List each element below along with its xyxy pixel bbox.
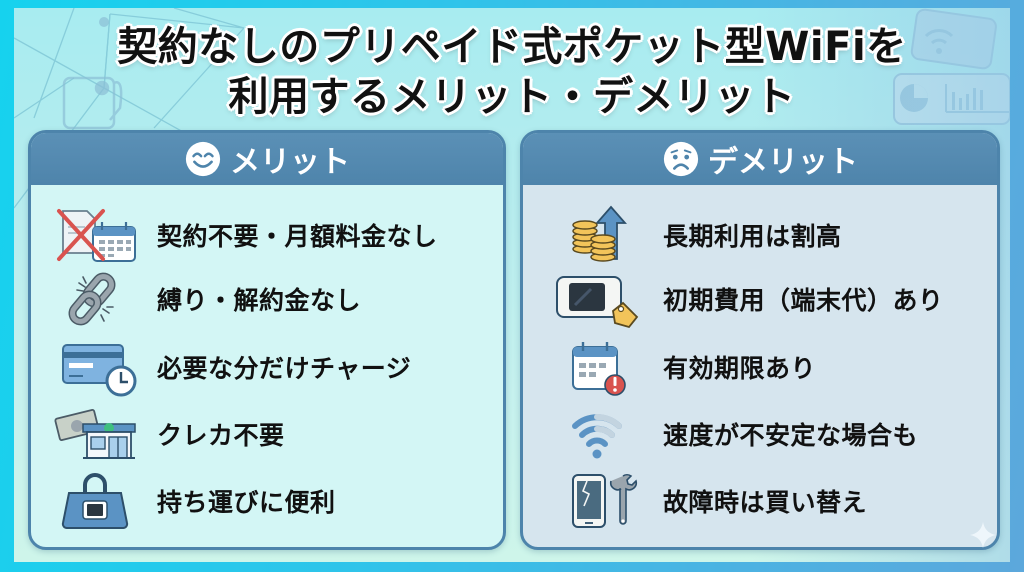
merit-item: 必要な分だけチャージ	[49, 337, 411, 397]
merit-item: 持ち運びに便利	[49, 471, 336, 531]
broken-chain-icon	[68, 272, 116, 326]
demerit-label: 故障時は買い替え	[663, 488, 868, 517]
demerit-label: 初期費用（端末代）あり	[663, 286, 944, 315]
merits-header: メリット	[31, 133, 503, 185]
wifi-signal-icon	[572, 414, 622, 459]
bag-router-icon	[61, 473, 129, 529]
merit-label: 持ち運びに便利	[157, 488, 336, 517]
coins-up-arrow-icon	[572, 205, 627, 262]
demerit-item: 速度が不安定な場合も	[551, 404, 918, 464]
title-line-2: 利用するメリット・デメリット	[228, 74, 796, 120]
smiling-face-icon	[185, 141, 221, 177]
router-price-tag-icon	[556, 276, 639, 329]
cash-convenience-store-icon	[54, 409, 136, 459]
merit-item: 契約不要・月額料金なし	[49, 205, 438, 265]
demerit-label: 有効期限あり	[663, 354, 817, 383]
broken-device-wrench-icon	[572, 473, 638, 528]
demerit-item: 有効期限あり	[551, 337, 816, 397]
worried-face-icon	[663, 141, 699, 177]
merit-item: 縛り・解約金なし	[49, 269, 361, 329]
merit-label: 縛り・解約金なし	[157, 286, 362, 315]
card-clock-icon	[62, 344, 137, 397]
demerits-header: デメリット	[523, 133, 997, 185]
demerits-panel: デメリット 長期利用は割高	[520, 130, 1000, 550]
title-line-1: 契約なしのプリペイド式ポケット型WiFiを	[117, 24, 907, 70]
infographic-canvas: 契約なしのプリペイド式ポケット型WiFiを 利用するメリット・デメリット メリッ…	[14, 8, 1010, 562]
demerit-label: 長期利用は割高	[663, 222, 842, 251]
merit-label: 必要な分だけチャージ	[157, 354, 412, 383]
demerit-item: 初期費用（端末代）あり	[551, 269, 944, 329]
background-network-decoration	[14, 8, 1010, 209]
demerits-header-label: デメリット	[708, 145, 858, 180]
sparkle-icon	[970, 522, 996, 548]
no-contract-calendar-icon	[57, 209, 136, 262]
demerit-item: 長期利用は割高	[551, 205, 842, 265]
demerit-label: 速度が不安定な場合も	[663, 421, 919, 450]
merit-label: 契約不要・月額料金なし	[157, 222, 438, 251]
merits-panel: メリット	[28, 130, 506, 550]
merits-header-label: メリット	[230, 145, 350, 180]
merit-label: クレカ不要	[157, 421, 285, 450]
demerit-item: 故障時は買い替え	[551, 471, 867, 531]
merit-item: クレカ不要	[49, 404, 285, 464]
calendar-alert-icon	[572, 342, 626, 396]
page-title: 契約なしのプリペイド式ポケット型WiFiを 利用するメリット・デメリット	[14, 22, 1010, 122]
